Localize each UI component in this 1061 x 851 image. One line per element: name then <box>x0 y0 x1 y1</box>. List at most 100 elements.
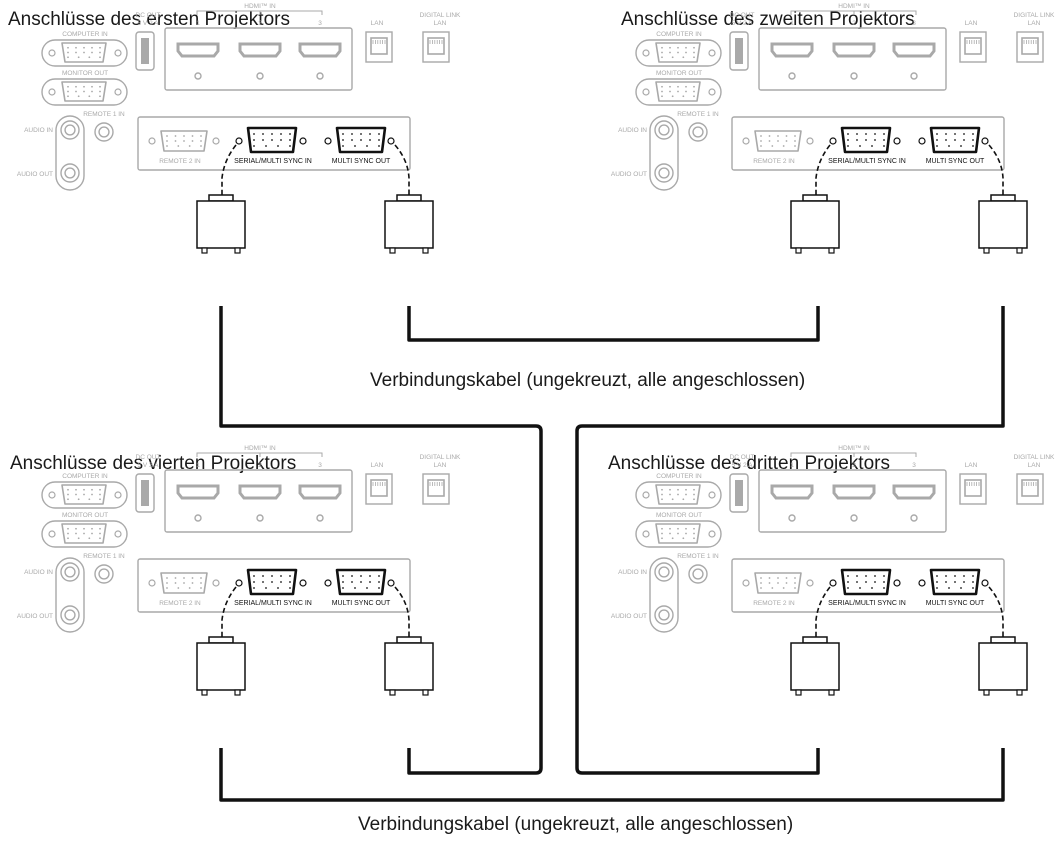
hdmi-port-2-shell <box>832 484 876 500</box>
computer-in-plate <box>41 39 128 67</box>
plug-multi-sync-out-body <box>978 200 1028 249</box>
hdmi-port-1 <box>176 42 220 80</box>
remote2-in-port-pin <box>777 577 779 579</box>
multi-sync-out-port-pin <box>360 139 362 141</box>
plug-serial-multi-sync-in-tip <box>208 636 234 644</box>
remote2-in-port-pin <box>183 577 185 579</box>
monitor-out-port-pin <box>75 85 77 88</box>
monitor-out-plate <box>635 78 722 106</box>
lan-port-frame <box>959 31 987 63</box>
computer-in-port <box>61 484 107 505</box>
audio-in-port <box>60 562 80 582</box>
remote2-in-label: REMOTE 2 IN <box>753 600 795 607</box>
serial-multi-sync-in-port-pin <box>289 145 291 147</box>
serial-multi-sync-in-label: SERIAL/MULTI SYNC IN <box>234 158 312 165</box>
computer-in-screw-right <box>114 49 122 57</box>
audio-in-port-inner <box>64 124 76 136</box>
computer-in-port-pin <box>67 56 69 59</box>
usb-dc-out-tongue <box>141 38 149 64</box>
usb-dc-out-port <box>729 473 749 513</box>
audio-in-port-outer <box>654 562 674 582</box>
remote2-in-port-pin <box>200 587 202 589</box>
remote2-in-port-pin <box>760 140 762 142</box>
dc-out-spec-label: 5 V 2 A <box>138 20 160 27</box>
computer-in-port-pin <box>682 498 685 501</box>
digital-link-port-jack <box>427 479 445 497</box>
computer-in-screw-right <box>708 49 716 57</box>
serial-multi-sync-in-port-pin <box>874 133 876 135</box>
computer-in-screw-left <box>48 49 56 57</box>
serial-multi-sync-in-port-pin <box>847 581 849 583</box>
monitor-out-port-pin <box>661 532 663 535</box>
hdmi-2-label: 2 <box>258 462 262 469</box>
monitor-out-port-pin <box>67 527 69 530</box>
plug-multi-sync-out-tip <box>396 636 422 644</box>
remote2-in-port-pin <box>777 140 779 142</box>
monitor-out-plate <box>635 520 722 548</box>
plug-multi-sync-out-tip <box>990 194 1016 202</box>
hdmi-port-1-led <box>788 72 796 80</box>
multi-sync-out-port-pin <box>936 145 938 147</box>
plug-serial-multi-sync-in-screw-left <box>795 689 802 696</box>
monitor-out-port-pin <box>83 532 85 535</box>
multi-sync-out-port-pin <box>342 581 344 583</box>
audio-in-port-inner <box>658 124 670 136</box>
computer-in-port-pin <box>669 493 671 496</box>
remote2-in-port-pin <box>166 587 168 589</box>
hdmi-bracket <box>790 452 917 457</box>
remote1-in-label: REMOTE 1 IN <box>677 553 719 560</box>
serial-multi-sync-in-port-pin <box>289 139 291 141</box>
remote1-in-port-inner <box>98 568 110 580</box>
serial-multi-sync-in-port-pin <box>874 139 876 141</box>
computer-in-port-pin <box>685 51 687 54</box>
audio-in-label: AUDIO IN <box>24 569 53 576</box>
remote1-in-port <box>94 122 114 142</box>
monitor-out-port-pin <box>99 527 101 530</box>
serial-multi-sync-in-port-pin <box>271 575 273 577</box>
plug-multi-sync-out-body <box>384 642 434 691</box>
monitor-out-port-pin <box>669 527 671 530</box>
remote2-in-port-pin <box>760 582 762 584</box>
computer-in-port-pin <box>693 498 695 501</box>
plug-multi-sync-out-screw-right <box>1016 247 1023 254</box>
monitor-out-port-pin <box>693 95 695 98</box>
computer-in-plate <box>635 39 722 67</box>
hdmi-1-label: 1 <box>196 462 200 469</box>
audio-out-port <box>654 163 674 183</box>
plug-multi-sync-out <box>978 636 1028 696</box>
audio-in-label: AUDIO IN <box>24 127 53 134</box>
monitor-out-port-pin <box>661 527 663 530</box>
serial-multi-sync-in-port-pin <box>265 145 267 147</box>
remote1-in-port-inner <box>692 568 704 580</box>
multi-sync-out-port-pin <box>369 139 371 141</box>
monitor-out-port-pin <box>661 95 663 98</box>
multi-sync-out-port-pin <box>360 133 362 135</box>
monitor-out-port-pin <box>77 95 80 98</box>
audio-out-port <box>60 605 80 625</box>
serial-in-dashed-lead <box>815 586 831 637</box>
computer-in-port-pin <box>693 56 695 59</box>
computer-in-port-pin <box>661 46 663 49</box>
plug-multi-sync-out <box>978 194 1028 254</box>
digital-link-port-jack <box>1021 37 1039 55</box>
projector-title-fourth: Anschlüsse des vierten Projektors <box>10 453 297 474</box>
monitor-out-port-shell <box>61 523 107 544</box>
remote2-in-screw-left <box>742 579 750 587</box>
multi-sync-out-port-pin <box>960 145 962 147</box>
hdmi-port-1 <box>176 484 220 522</box>
remote2-in-port-shell <box>754 572 802 594</box>
serial-in-dashed-lead <box>221 144 237 195</box>
serial-multi-sync-in-port-pin <box>871 145 873 147</box>
hdmi-2-label: 2 <box>852 462 856 469</box>
audio-out-label: AUDIO OUT <box>611 171 647 178</box>
remote2-in-screw-right <box>212 579 220 587</box>
serial-multi-sync-in-port-pin <box>253 575 255 577</box>
serial-multi-sync-in-port-pin <box>847 145 849 147</box>
multi-sync-out-port-shell <box>335 126 387 154</box>
digital-link-lan-label: LAN <box>434 462 447 469</box>
remote2-in-port-pin <box>177 587 180 589</box>
multi-sync-out-port-pin <box>963 575 965 577</box>
hdmi-port-3-led <box>910 514 918 522</box>
monitor-out-port-pin <box>91 527 93 530</box>
plug-multi-sync-out-body <box>978 642 1028 691</box>
